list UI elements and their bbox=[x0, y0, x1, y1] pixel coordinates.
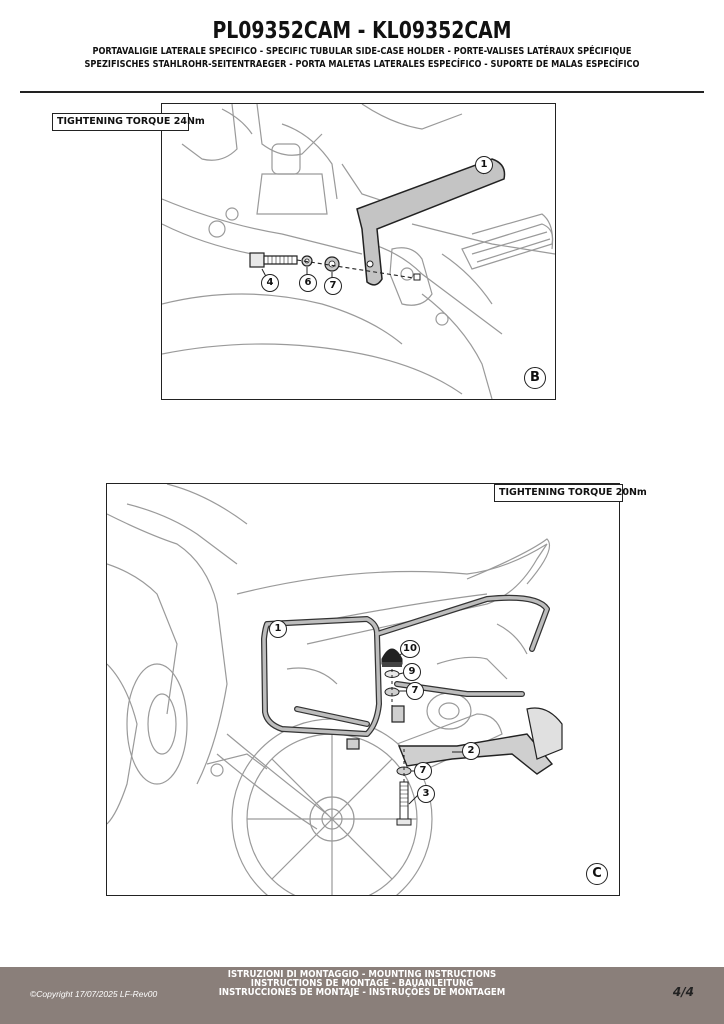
figure-c-letter: C bbox=[586, 863, 608, 885]
callout-c-7-upper: 7 bbox=[406, 682, 424, 700]
torque-label-b: TIGHTENING TORQUE 24Nm bbox=[52, 113, 205, 131]
callout-b-7: 7 bbox=[324, 277, 342, 295]
figure-b-letter: B bbox=[524, 367, 546, 389]
callout-c-9: 9 bbox=[403, 663, 421, 681]
copyright-notice: ©Copyright 17/07/2025 LF-Rev00 bbox=[30, 989, 158, 999]
figure-c-illustration: 1 10 9 7 2 7 3 C bbox=[106, 483, 620, 896]
footer-instructions: ISTRUZIONI DI MONTAGGIO - MOUNTING INSTR… bbox=[0, 969, 724, 998]
subtitle-line-1: PORTAVALIGIE LATERALE SPECIFICO - SPECIF… bbox=[92, 46, 632, 57]
callout-b-1: 1 bbox=[475, 156, 493, 174]
product-title: PL09352CAM - KL09352CAM bbox=[212, 18, 512, 44]
callout-c-2: 2 bbox=[462, 742, 480, 760]
callout-b-4: 4 bbox=[261, 274, 279, 292]
subtitle-line-2: SPEZIFISCHES STAHLROHR-SEITENTRAEGER - P… bbox=[84, 59, 640, 70]
figure-c-drawing bbox=[107, 484, 563, 895]
page-header: PL09352CAM - KL09352CAM PORTAVALIGIE LAT… bbox=[0, 18, 724, 70]
page-footer: ISTRUZIONI DI MONTAGGIO - MOUNTING INSTR… bbox=[0, 967, 724, 1024]
page-number: 4/4 bbox=[672, 985, 694, 999]
callout-b-6: 6 bbox=[299, 274, 317, 292]
torque-label-c: TIGHTENING TORQUE 20Nm bbox=[494, 484, 647, 502]
callout-c-10: 10 bbox=[400, 640, 420, 658]
callout-c-7-lower: 7 bbox=[414, 762, 432, 780]
footer-line-2: INSTRUCTIONS DE MONTAGE - BAUANLEITUNG bbox=[250, 978, 474, 989]
callout-c-1: 1 bbox=[269, 620, 287, 638]
footer-line-1: ISTRUZIONI DI MONTAGGIO - MOUNTING INSTR… bbox=[227, 969, 497, 980]
header-divider bbox=[20, 91, 704, 93]
figure-b-drawing bbox=[162, 104, 555, 399]
figure-b-illustration: 1 4 6 7 B bbox=[161, 103, 556, 400]
footer-line-3: INSTRUCCIONES DE MONTAJE - INSTRUÇÕES DE… bbox=[218, 987, 506, 998]
callout-c-3: 3 bbox=[417, 785, 435, 803]
